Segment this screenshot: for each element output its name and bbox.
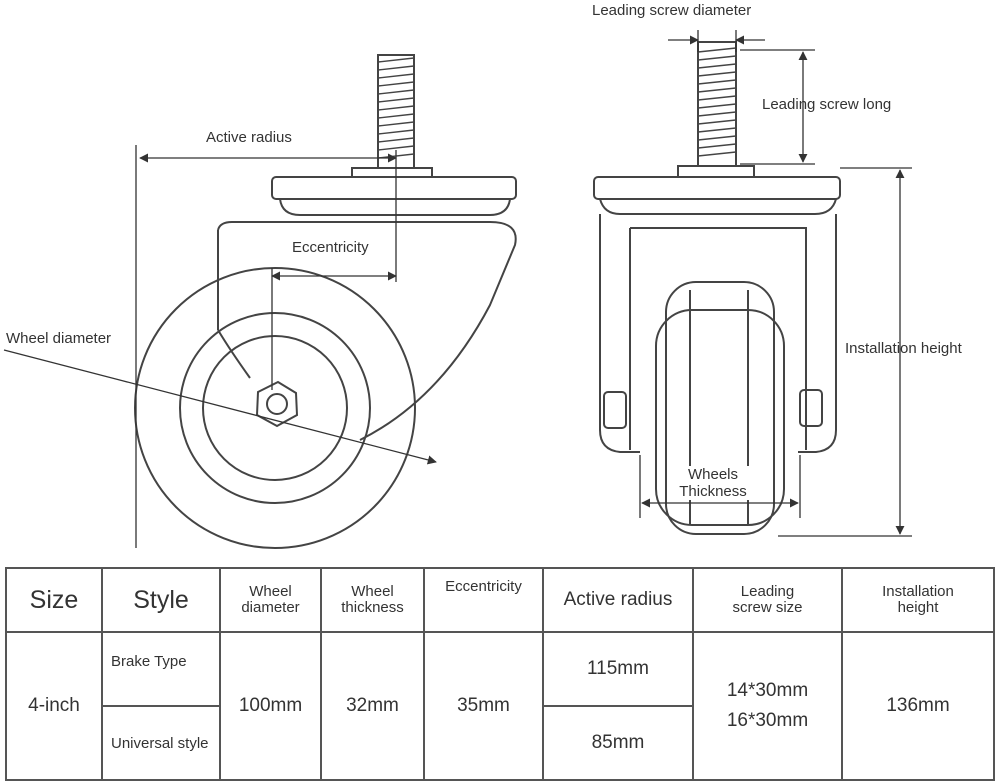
cell-style-brake: Brake Type [101, 631, 221, 707]
front-dimensions [639, 30, 912, 537]
side-dimensions [3, 145, 437, 548]
header-installation-line1: Installation [882, 583, 954, 600]
cell-eccentricity: 35mm [423, 631, 544, 781]
header-installation-height: Installation height [841, 567, 995, 633]
cell-wheel-thickness: 32mm [320, 631, 425, 781]
label-wheel-diameter: Wheel diameter [6, 330, 112, 347]
front-fork [599, 214, 837, 453]
table-row: Universal style 85mm [6, 705, 994, 781]
cell-active-radius-brake: 115mm [542, 631, 694, 707]
header-installation-line2: height [897, 599, 939, 616]
table-row: 4-inch Brake Type 100mm 32mm 35mm 115mm … [5, 631, 995, 781]
axle-hex-bolt [255, 380, 299, 428]
header-wheel-diameter-line2: diameter [241, 599, 300, 616]
header-wheel-thickness: Wheel thickness [320, 567, 425, 633]
cell-active-radius-universal: 85mm [542, 705, 694, 781]
label-wheels-thickness-line1: Wheels [687, 466, 739, 483]
header-size: Size [5, 567, 103, 633]
label-leading-screw-diameter: Leading screw diameter [592, 2, 752, 19]
header-active-radius: Active radius [542, 567, 694, 633]
header-leading-screw-line1: Leading [740, 583, 795, 600]
header-wheel-thickness-line2: thickness [341, 599, 404, 616]
side-view [134, 54, 517, 549]
label-installation-height: Installation height [845, 340, 962, 357]
side-wheel-outer [134, 267, 416, 549]
header-eccentricity: Eccentricity [423, 567, 544, 633]
wheel-diameter-dim-line [3, 349, 437, 465]
front-wheel [665, 281, 775, 535]
cell-size: 4-inch [5, 631, 103, 781]
cell-leading-screw-size: 14*30mm 16*30mm [692, 631, 843, 781]
side-fork [217, 221, 517, 441]
cell-style-universal: Universal style [101, 705, 221, 781]
label-active-radius: Active radius [206, 129, 292, 146]
cell-installation-height: 136mm [841, 631, 995, 781]
front-top-plate [593, 176, 841, 200]
label-leading-screw-long: Leading screw long [762, 96, 892, 113]
header-style: Style [101, 567, 221, 633]
label-wheels-thickness: Wheels Thickness [668, 466, 758, 500]
side-top-plate [271, 176, 517, 200]
caster-wheel-dimension-drawing [3, 30, 912, 549]
side-wheel-inner [179, 312, 371, 504]
header-wheel-diameter: Wheel diameter [219, 567, 322, 633]
label-eccentricity: Eccentricity [292, 239, 369, 256]
header-leading-screw-size: Leading screw size [692, 567, 843, 633]
cell-screw-size-2: 16*30mm [726, 710, 809, 731]
side-wheel-hub [202, 335, 348, 481]
label-wheels-thickness-line2: Thickness [679, 483, 747, 500]
header-wheel-diameter-line1: Wheel [249, 583, 292, 600]
header-leading-screw-line2: screw size [732, 599, 803, 616]
cell-wheel-diameter: 100mm [219, 631, 322, 781]
table-header-row: Size Style Wheel diameter Wheel thicknes… [5, 567, 995, 633]
cell-screw-size-1: 14*30mm [726, 680, 809, 701]
header-wheel-thickness-line1: Wheel [351, 583, 394, 600]
specification-table: Size Style Wheel diameter Wheel thicknes… [5, 567, 995, 781]
